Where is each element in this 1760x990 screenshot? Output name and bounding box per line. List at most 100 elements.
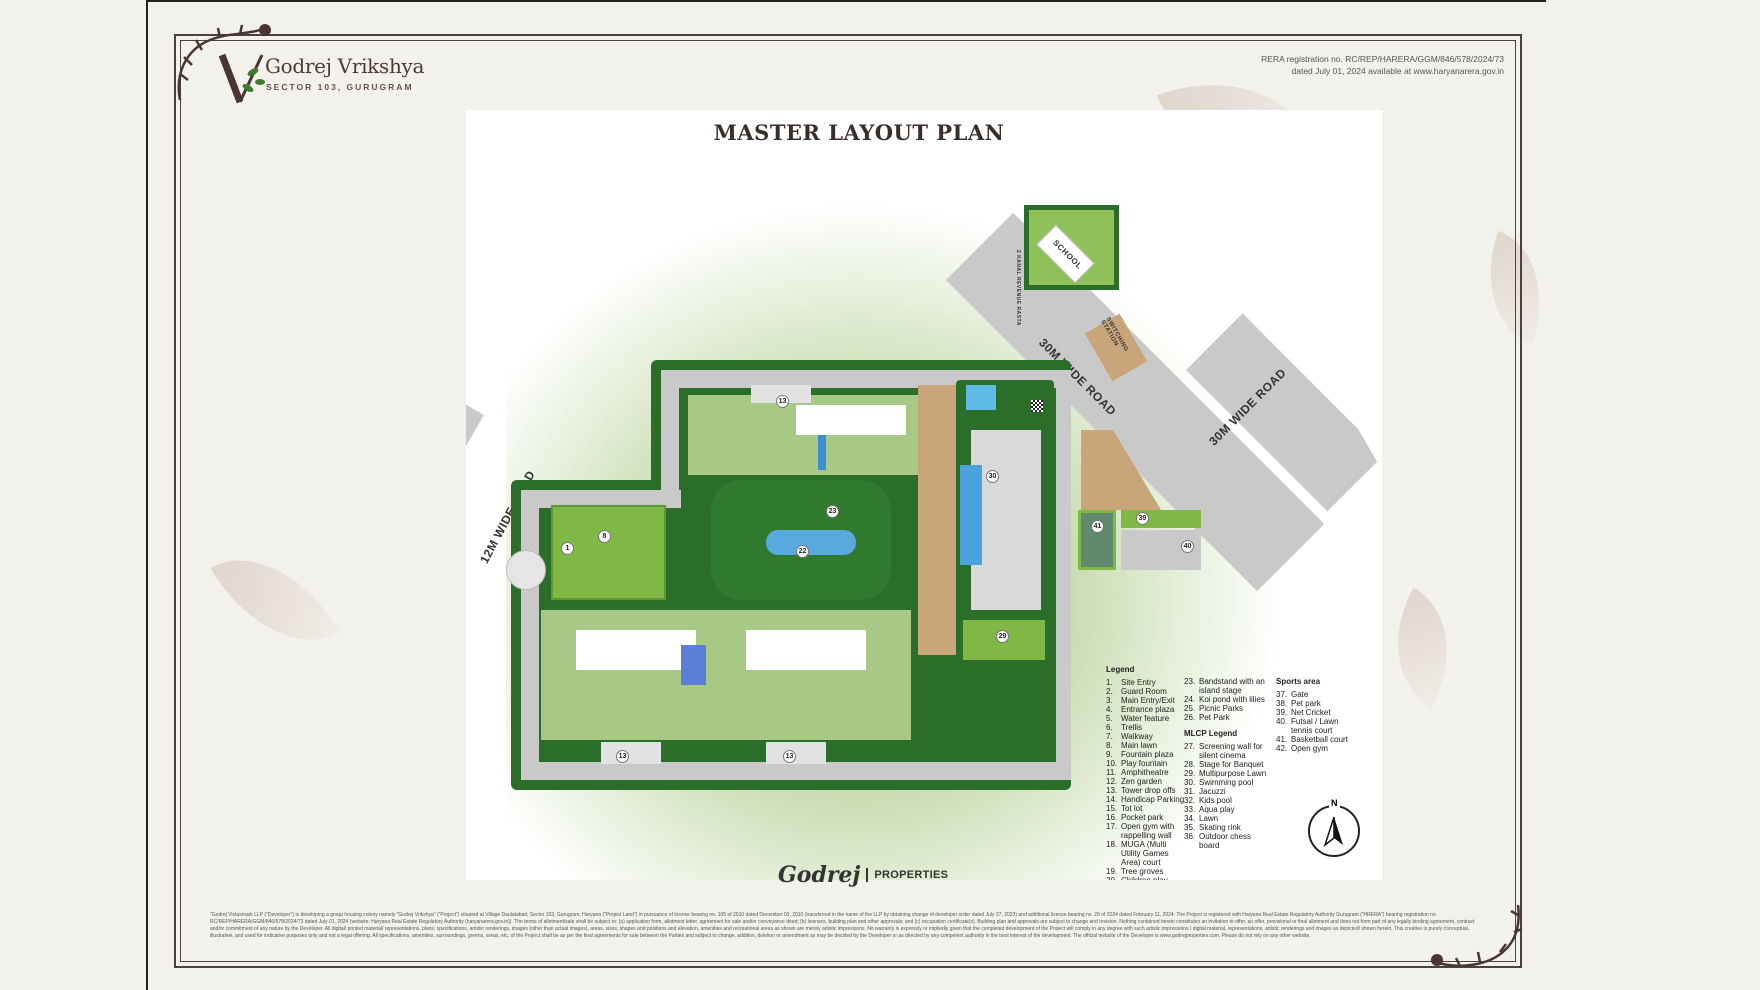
legend-item: 30.Swimming pool xyxy=(1184,778,1269,787)
legend-item-label: Open gym with rappelling wall xyxy=(1121,822,1175,840)
legend-item-number: 32. xyxy=(1184,796,1196,805)
legend-item-number: 28. xyxy=(1184,760,1196,769)
legend-item: 28.Stage for Banquet xyxy=(1184,760,1269,769)
legend-item: 36.Outdoor chess board xyxy=(1184,832,1269,850)
legend-item-label: Zen garden xyxy=(1121,777,1162,786)
legend-item: 7. Walkway xyxy=(1106,732,1186,741)
tower-block xyxy=(796,405,906,435)
legend-item: 34.Lawn xyxy=(1184,814,1269,823)
properties-text: PROPERTIES xyxy=(874,869,949,881)
sports-legend-title: Sports area xyxy=(1276,677,1321,686)
legend-item-label: Entrance plaza xyxy=(1121,705,1175,714)
legend-item-label: Site Entry xyxy=(1121,678,1156,687)
legend-item: 8.Main lawn xyxy=(1106,741,1186,750)
map-marker: 40 xyxy=(1181,540,1194,553)
legend-item: 26.Pet Park xyxy=(1184,713,1269,722)
godrej-script: Godrej xyxy=(778,862,861,888)
legend-item-label: Tower drop offs xyxy=(1121,786,1176,795)
legend-item: 33.Aqua play xyxy=(1184,805,1269,814)
legend-item-label: Kids pool xyxy=(1199,796,1232,805)
north-arrow-glyph xyxy=(1323,816,1343,848)
legend-item-number: 25. xyxy=(1184,704,1196,713)
map-marker: 13 xyxy=(783,750,796,763)
aqua-play xyxy=(966,385,996,410)
legend-item-label: Open gym xyxy=(1291,744,1328,753)
tower-drop-off-13 xyxy=(751,385,811,403)
legend-item-label: Pocket park xyxy=(1121,813,1164,822)
legend-item-label: Picnic Parks xyxy=(1199,704,1244,713)
godrej-properties-logo: Godrej PROPERTIES xyxy=(778,862,948,888)
tower-drop-off-13 xyxy=(601,742,661,764)
legend-item-number: 41. xyxy=(1276,735,1288,744)
map-marker: 41 xyxy=(1091,520,1104,533)
inner-border xyxy=(180,40,1516,962)
legend-item: 29.Multipurpose Lawn xyxy=(1184,769,1269,778)
legend-item-number: 2. xyxy=(1106,687,1113,696)
legend-item: 16.Pocket park xyxy=(1106,813,1186,822)
legend-item-number: 27. xyxy=(1184,742,1196,751)
legend-item-number: 42. xyxy=(1276,744,1288,753)
legend-item: 4.Entrance plaza xyxy=(1106,705,1186,714)
legend-item: 18.MUGA (Multi Utility Games Area) court xyxy=(1106,840,1186,867)
legend-item-number: 23. xyxy=(1184,677,1196,686)
legend-item-number: 14. xyxy=(1106,795,1118,804)
legend-item-label: Tree groves xyxy=(1121,867,1164,876)
legend-item-number: 15. xyxy=(1106,804,1118,813)
legend-item-label: Trellis xyxy=(1121,723,1143,732)
map-marker: 13 xyxy=(616,750,629,763)
map-marker: 22 xyxy=(796,545,809,558)
legend-item-label: Aqua play xyxy=(1199,805,1235,814)
legend-item-label: Jacuzzi xyxy=(1199,787,1226,796)
logo-divider xyxy=(866,868,869,882)
legend-item-number: 35. xyxy=(1184,823,1196,832)
outer-border xyxy=(174,34,1522,968)
legend-item-number: 34. xyxy=(1184,814,1196,823)
legend-item-label: Play fountain xyxy=(1121,759,1168,768)
map-marker: 13 xyxy=(776,395,789,408)
legend-item-label: Main lawn xyxy=(1121,741,1158,750)
legend-item: 40.Futsal / Lawn tennis court xyxy=(1276,717,1356,735)
legend-item-number: 10. xyxy=(1106,759,1118,768)
legend-item-number: 20. xyxy=(1106,876,1121,880)
legend-item: 27.Screening wall for silent cinema xyxy=(1184,742,1269,760)
internal-road xyxy=(521,490,539,780)
legend-item-label: Amphitheatre xyxy=(1121,768,1169,777)
legend-item-number: 7. xyxy=(1106,732,1113,741)
legend-item-number: 36. xyxy=(1184,832,1196,841)
legend-item-number: 9. xyxy=(1106,750,1113,759)
legend-item: 20.Children play xyxy=(1106,876,1186,880)
legend-item: 24.Koi pond with lilies xyxy=(1184,695,1269,704)
legend-item-number: 16. xyxy=(1106,813,1118,822)
internal-road xyxy=(661,370,679,490)
net-cricket xyxy=(1121,510,1201,528)
legend-item: 9.Fountain plaza xyxy=(1106,750,1186,759)
legend-item-label: Screening wall for silent cinema xyxy=(1199,742,1263,760)
legend-item-number: 37. xyxy=(1276,690,1288,699)
legend-item-number: 40. xyxy=(1276,717,1288,726)
legend-item-label: Children play xyxy=(1121,876,1168,880)
legend-item-number: 18. xyxy=(1106,840,1118,849)
revenue-rasta-label: 2 KANAL REVENUE RASTA xyxy=(1015,250,1021,326)
brand-name: Godrej Vrikshya xyxy=(265,54,425,78)
map-marker: 39 xyxy=(1136,512,1149,525)
legend-item: 25.Picnic Parks xyxy=(1184,704,1269,713)
legend-item-number: 33. xyxy=(1184,805,1196,814)
legend-item-number: 24. xyxy=(1184,695,1196,704)
legend-item: 17.Open gym with rappelling wall xyxy=(1106,822,1186,840)
internal-road xyxy=(521,762,1071,780)
road-12m xyxy=(466,370,484,779)
north-arrow-icon: N xyxy=(1308,798,1360,857)
vine-ornament-icon xyxy=(177,24,271,104)
legend-item-label: Walkway xyxy=(1121,732,1153,741)
legend-item-number: 1. xyxy=(1106,678,1113,687)
legend-item-number: 30. xyxy=(1184,778,1196,787)
legend-item: 3.Main Entry/Exit xyxy=(1106,696,1186,705)
legend-item: 39.Net Cricket xyxy=(1276,708,1356,717)
legend-item-label: Tot lot xyxy=(1121,804,1143,813)
brand-logo: Godrej Vrikshya SECTOR 103, GURUGRAM xyxy=(170,16,430,106)
legal-disclaimer: "Godrej Vistasmark LLP ("Developer") is … xyxy=(210,912,1475,939)
legend-item-number: 29. xyxy=(1184,769,1196,778)
